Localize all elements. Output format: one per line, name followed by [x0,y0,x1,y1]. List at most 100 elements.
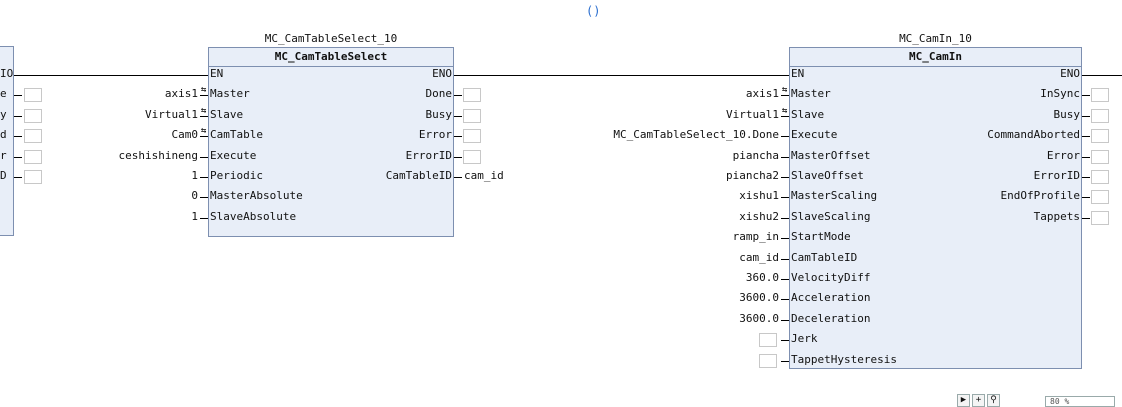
camin_block-input-pin-jerk[interactable]: Jerk [791,332,818,346]
camin_block-input-var-4[interactable]: piancha [732,148,779,162]
camin_block-input-pin-masterscaling[interactable]: MasterScaling [791,189,878,203]
select_block-input-pin-periodic[interactable]: Periodic [210,169,263,182]
camin_block-output-pin-eno[interactable]: ENO [1060,67,1080,80]
select_block-output-box-3[interactable] [463,129,481,144]
left-output-wire-3 [14,136,22,138]
camin_block-input-wire-7 [781,217,789,219]
select_block-input-wire-6 [200,197,208,199]
camin_block-input-pin-execute[interactable]: Execute [791,128,838,142]
left-output-wire-2 [14,115,22,117]
left-output-box-5[interactable] [24,170,42,184]
left-output-box-4[interactable] [24,149,42,164]
camin_block-input-pin-slave[interactable]: Slave [791,107,825,121]
camin_block-output-box-7[interactable] [1091,210,1109,225]
camin_block-input-pin-tappethysteresis[interactable]: TappetHysteresis [791,352,897,366]
camin_block-input-wire-5 [781,177,789,178]
left-block-output-1: e [0,87,7,101]
left-output-box-1[interactable] [24,88,42,103]
camin_block-input-var-8[interactable]: ramp_in [732,230,779,244]
camin_block-input-wire-14 [781,360,789,362]
camin_block-output-pin-busy[interactable]: Busy [1053,107,1081,121]
camin_block-input-var-5[interactable]: piancha2 [726,169,779,182]
camin_block-output-box-6[interactable] [1091,190,1109,205]
camin_block-inout-arrow-1: ⇆ [782,85,788,96]
left-block-output-0: IO [0,67,14,80]
camin_block-input-var-2[interactable]: Virtual1 [726,107,779,121]
select_block-input-var-7[interactable]: 1 [191,209,198,223]
select_block-input-pin-camtable[interactable]: CamTable [210,128,263,142]
select_block-input-var-3[interactable]: Cam0 [171,128,199,142]
camin_block-input-pin-master[interactable]: Master [791,87,831,101]
camin_block-input-var-3[interactable]: MC_CamTableSelect_10.Done [613,128,779,142]
select_block-output-pin-error[interactable]: Error [418,128,452,142]
select_block-output-pin-busy[interactable]: Busy [425,107,453,121]
select_block-input-pin-masterabsolute[interactable]: MasterAbsolute [210,189,303,203]
camin-instance-name[interactable]: MC_CamIn_10 [899,32,972,45]
camin_block-input-pin-en[interactable]: EN [791,67,805,80]
camin_block-input-pin-masteroffset[interactable]: MasterOffset [791,148,871,162]
camin_block-input-var-10[interactable]: 360.0 [745,271,779,284]
camin_block-input-pin-slaveoffset[interactable]: SlaveOffset [791,169,864,182]
mc-camtableselect-block[interactable]: MC_CamTableSelect [208,47,454,237]
camin_block-output-pin-error[interactable]: Error [1046,148,1080,162]
camin_block-input-var-6[interactable]: xishu1 [739,189,779,203]
select_block-output-box-4[interactable] [463,149,481,164]
select_block-input-pin-execute[interactable]: Execute [210,148,257,162]
camin_block-output-box-4[interactable] [1091,149,1109,164]
camin_block-input-var-12[interactable]: 3600.0 [739,311,779,325]
camin_block-input-var-1[interactable]: axis1 [745,87,779,101]
camin_block-input-box-14[interactable] [759,353,777,368]
select_block-input-pin-slave[interactable]: Slave [210,107,244,121]
camin_block-output-pin-endofprofile[interactable]: EndOfProfile [1000,189,1080,203]
left-block-output-2: y [0,107,7,121]
select_block-input-var-5[interactable]: 1 [191,169,198,182]
camin_block-output-box-2[interactable] [1091,108,1109,123]
camin_block-input-pin-velocitydiff[interactable]: VelocityDiff [791,271,871,284]
select_block-output-wire-5 [454,177,462,178]
camin_block-input-var-7[interactable]: xishu2 [739,209,779,223]
select-instance-name[interactable]: MC_CamTableSelect_10 [264,32,398,45]
camin_block-input-pin-slavescaling[interactable]: SlaveScaling [791,209,871,223]
select_block-output-pin-done[interactable]: Done [425,87,453,101]
left-output-box-3[interactable] [24,129,42,144]
camin_block-output-box-3[interactable] [1091,129,1109,144]
camin_block-input-wire-2 [781,115,789,117]
camin_block-output-pin-errorid[interactable]: ErrorID [1033,169,1080,182]
camin_block-input-pin-acceleration[interactable]: Acceleration [791,291,871,305]
select_block-output-pin-errorid[interactable]: ErrorID [405,148,452,162]
zoom-tool-icon[interactable]: ⚲ [987,394,1000,407]
select_block-output-box-1[interactable] [463,88,481,103]
select_block-output-pin-eno[interactable]: ENO [432,67,452,80]
zoom-level[interactable]: 80 % [1045,396,1115,407]
camin_block-output-box-1[interactable] [1091,88,1109,103]
mc-camin-block[interactable]: MC_CamIn [789,47,1082,369]
camin_block-input-pin-camtableid[interactable]: CamTableID [791,250,858,264]
left-partial-block[interactable] [0,46,14,236]
select_block-input-var-1[interactable]: axis1 [164,87,198,101]
camin_block-output-pin-insync[interactable]: InSync [1040,87,1080,101]
left-output-box-2[interactable] [24,108,42,123]
select_block-output-var-5[interactable]: cam_id [464,169,504,182]
pointer-tool-icon[interactable]: ▶ [957,394,970,407]
camin_block-input-var-11[interactable]: 3600.0 [739,291,779,305]
select_block-input-pin-master[interactable]: Master [210,87,250,101]
camin_block-output-pin-tappets[interactable]: Tappets [1033,209,1080,223]
camin_block-input-wire-11 [781,299,789,301]
select_block-input-var-2[interactable]: Virtual1 [145,107,198,121]
move-tool-icon[interactable]: + [972,394,985,407]
select_block-output-pin-camtableid[interactable]: CamTableID [385,169,452,182]
select_block-input-pin-en[interactable]: EN [210,67,224,80]
camin_block-output-box-5[interactable] [1091,170,1109,184]
select_block-output-box-2[interactable] [463,108,481,123]
camin_block-input-pin-deceleration[interactable]: Deceleration [791,311,871,325]
select_block-input-wire-5 [200,177,208,178]
camin-type-name: MC_CamIn [909,50,962,63]
select_block-input-var-6[interactable]: 0 [191,189,198,203]
camin_block-input-wire-1 [781,95,789,97]
select_block-input-pin-slaveabsolute[interactable]: SlaveAbsolute [210,209,297,223]
select_block-input-var-4[interactable]: ceshishineng [118,148,198,162]
camin_block-input-pin-startmode[interactable]: StartMode [791,230,851,244]
camin_block-input-box-13[interactable] [759,333,777,348]
camin_block-input-var-9[interactable]: cam_id [739,250,779,264]
camin_block-output-pin-commandaborted[interactable]: CommandAborted [987,128,1080,142]
